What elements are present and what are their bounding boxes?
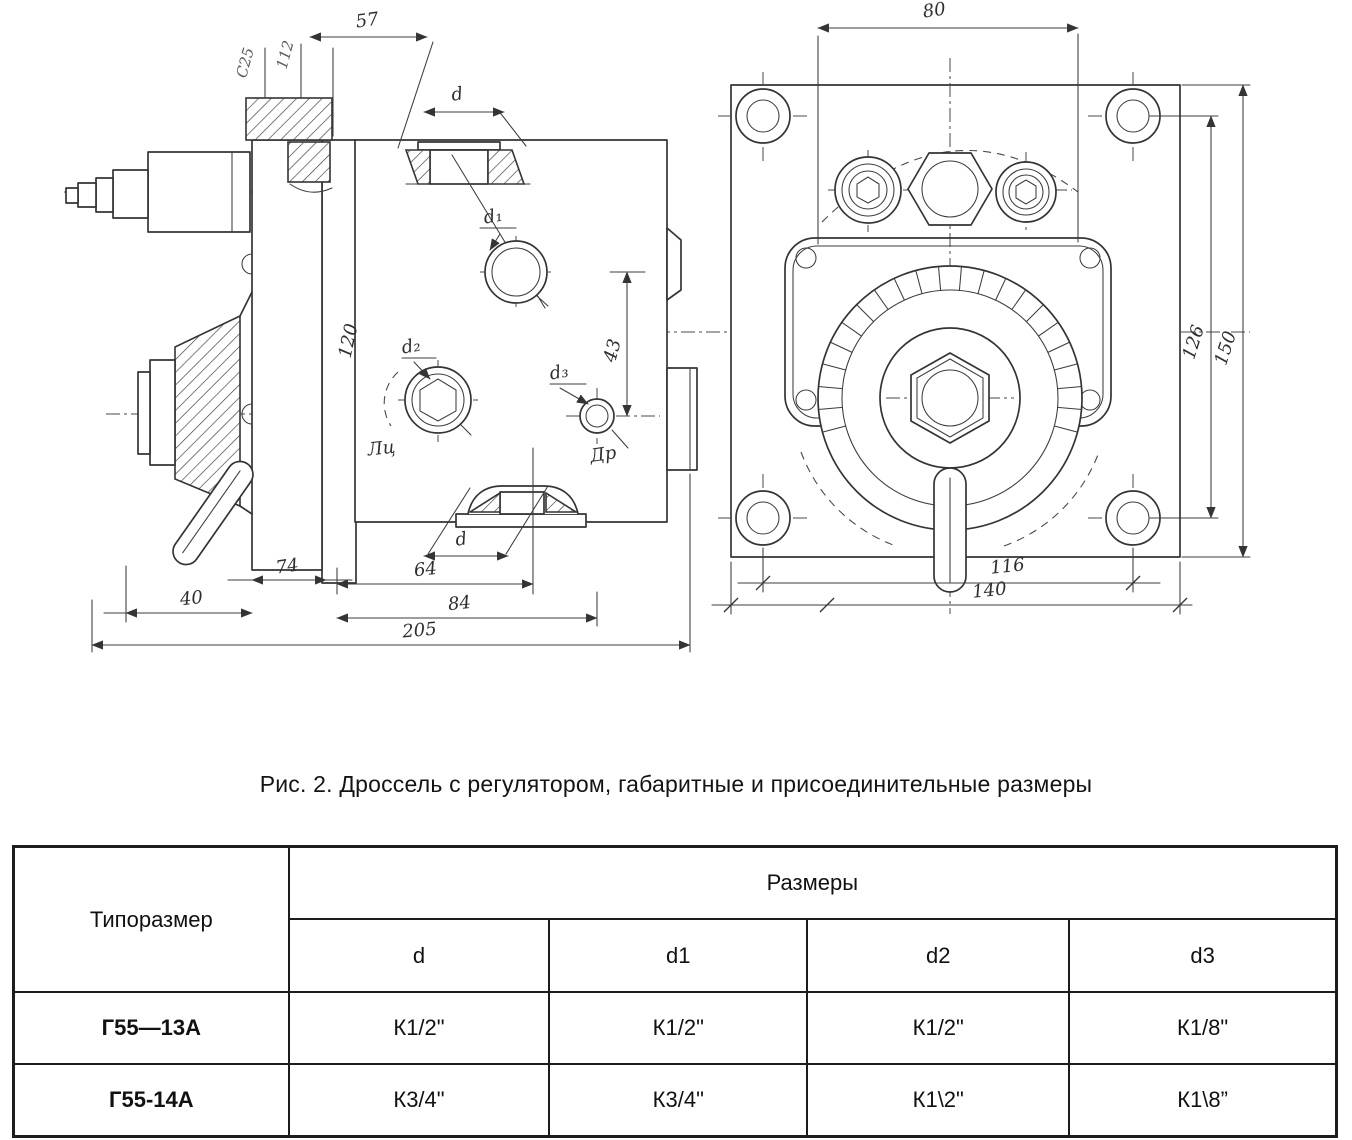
dim-label-d1: d₁	[482, 205, 504, 229]
dim-label-d-bottom: d	[454, 528, 468, 550]
value-cell: К1/2"	[806, 991, 1071, 1065]
plug-left	[834, 156, 902, 224]
valve-body	[354, 139, 668, 523]
shaft-tip	[65, 187, 79, 204]
port-d2	[404, 366, 472, 434]
model-cell: Г55-14А	[12, 1063, 290, 1138]
model-cell: Г55—13А	[12, 991, 290, 1065]
port-d1	[484, 240, 548, 304]
right-view: 80 126 150 116 140	[711, 0, 1251, 615]
side-port-lower	[666, 367, 698, 471]
dim-label-140: 140	[971, 578, 1007, 602]
value-cell: К3/4"	[287, 1063, 551, 1138]
dim-label-116: 116	[989, 554, 1025, 578]
hex-socket-left	[856, 176, 880, 204]
dim-label-64: 64	[413, 558, 438, 581]
value-cell: К3/4"	[548, 1063, 809, 1138]
port-label-dr: Др	[588, 442, 618, 467]
bottom-boss-flange	[455, 513, 587, 528]
plug-right	[995, 161, 1057, 223]
note-a-label: С25	[233, 46, 258, 80]
spacer-block	[321, 139, 357, 584]
note-b-label: 112	[273, 39, 298, 71]
table-header-typesize: Типоразмер	[12, 845, 290, 993]
hex-socket-right	[1015, 179, 1037, 205]
dim-label-84: 84	[447, 592, 472, 615]
size-table: Типоразмер Размеры d d1 d2 d3 Г55—13А К1…	[12, 845, 1338, 1138]
port-label-lc: Лц	[366, 437, 397, 461]
table-col-d1: d1	[548, 918, 809, 993]
table-col-d2: d2	[806, 918, 1071, 993]
value-cell: К1/2"	[287, 991, 551, 1065]
hex-socket-d2	[419, 378, 457, 422]
top-cap-hatched	[245, 97, 333, 141]
table-col-d3: d3	[1068, 918, 1338, 993]
table-row: Г55-14А К3/4" К3/4" К1\2" К1\8”	[12, 1063, 1338, 1138]
dim-label-d2: d₂	[400, 335, 422, 359]
bolt-hole-tl	[735, 88, 791, 144]
center-hex-nut	[910, 352, 990, 444]
bracket-hatched	[287, 141, 331, 183]
bolt-hole-bl	[735, 490, 791, 546]
dim-label-205: 205	[400, 619, 437, 643]
mounting-plate	[251, 139, 323, 571]
port-d3	[579, 398, 615, 434]
shaft-step-1	[112, 169, 149, 219]
dim-label-80: 80	[921, 0, 947, 23]
dim-label-74: 74	[274, 555, 300, 579]
value-cell: К1/2"	[548, 991, 809, 1065]
side-port-upper	[666, 227, 682, 301]
dim-label-57: 57	[354, 8, 380, 32]
value-cell: К1/8"	[1068, 991, 1338, 1065]
value-cell: К1\2"	[806, 1063, 1071, 1138]
dim-label-d-top: d	[450, 83, 464, 105]
dim-label-150: 150	[1210, 329, 1241, 368]
dim-label-126: 126	[1178, 323, 1209, 362]
shaft-end	[77, 182, 97, 208]
knurled-knob	[174, 314, 241, 508]
left-view: С25 112 d 57	[64, 8, 1250, 653]
knob-hub-2	[137, 371, 151, 455]
figure-caption: Рис. 2. Дроссель с регулятором, габаритн…	[259, 771, 1093, 797]
table-header-sizes: Размеры	[287, 845, 1338, 920]
table-row: Г55—13А К1/2" К1/2" К1/2" К1/8"	[12, 991, 1338, 1065]
table-col-d: d	[287, 918, 551, 993]
value-cell: К1\8”	[1068, 1063, 1338, 1138]
dial-tick-marks	[818, 266, 1082, 433]
knob-hub	[149, 359, 176, 466]
dim-label-d3: d₃	[548, 361, 570, 385]
adjuster-cylinder	[147, 151, 251, 233]
dim-label-40: 40	[178, 587, 204, 610]
shaft-step-2	[95, 177, 114, 213]
lever-handle	[172, 460, 254, 566]
figure-drawing: С25 112 d 57	[64, 0, 1251, 653]
